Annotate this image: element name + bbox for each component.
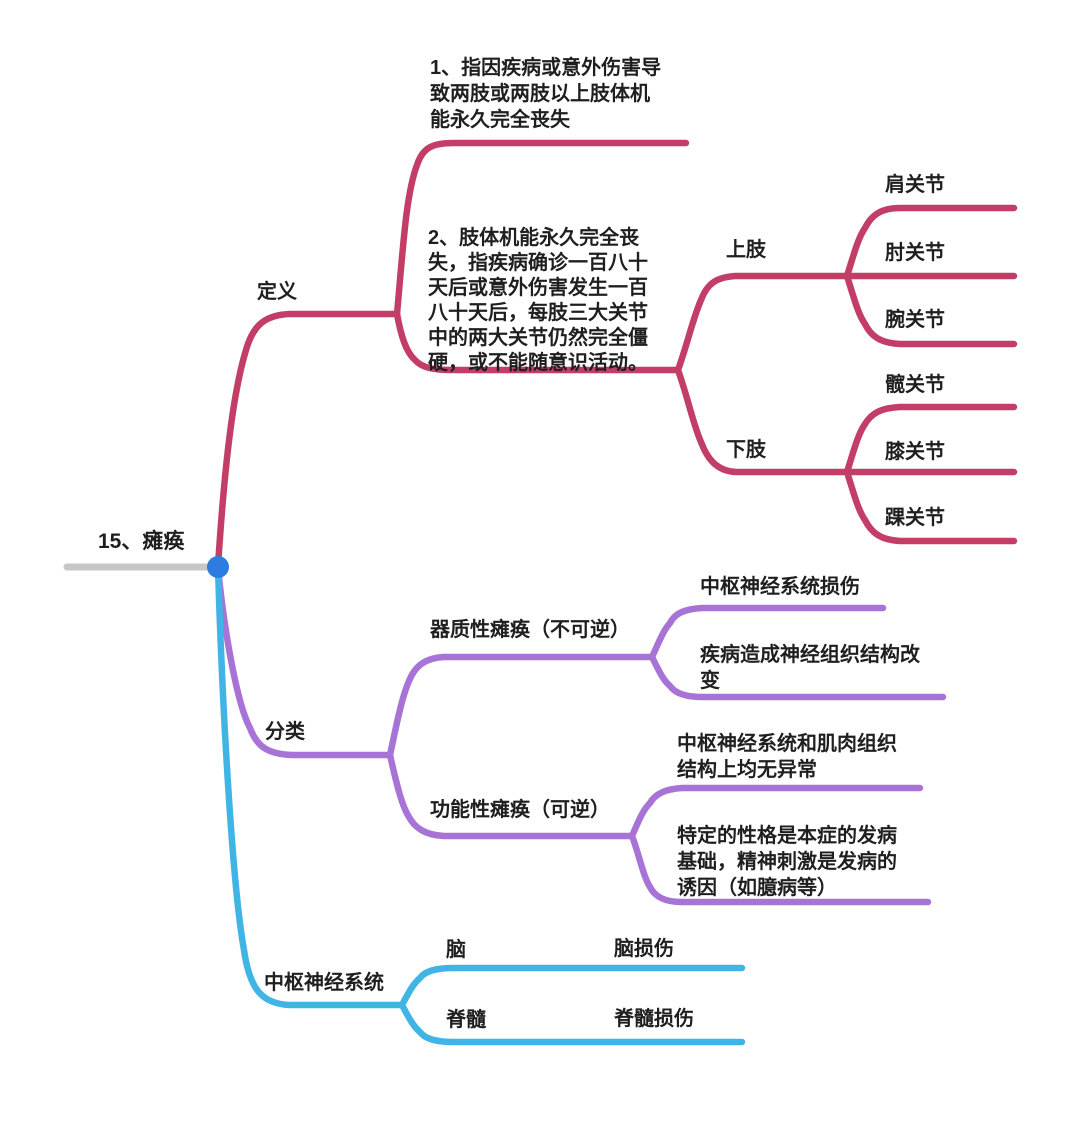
edge-upper-shoulder — [843, 204, 1018, 280]
node-definition-item1[interactable]: 1、指因疾病或意外伤害导 致两肢或两肢以上肢体机 能永久完全丧失 — [430, 57, 662, 131]
root-node-label[interactable]: 15、瘫痪 — [98, 530, 185, 553]
edge-cns-brain — [398, 964, 746, 1009]
classification-branch-edges — [214, 564, 947, 906]
edge-root-classification — [214, 564, 394, 759]
edge-definition-item1 — [393, 139, 690, 318]
edge-root-definition — [214, 310, 401, 570]
edge-organic-cause2 — [648, 653, 947, 701]
node-organic-cause2[interactable]: 疾病造成神经组织结构改 变 — [700, 644, 920, 692]
node-lower-limb[interactable]: 下肢 — [726, 439, 766, 461]
node-brain-injury[interactable]: 脑损伤 — [614, 938, 674, 960]
edge-upper-wrist — [843, 272, 1018, 348]
definition-branch-edges — [214, 139, 1018, 570]
node-functional-paralysis[interactable]: 功能性瘫痪（可逆） — [430, 799, 610, 821]
node-spinal-cord-injury[interactable]: 脊髓损伤 — [614, 1008, 694, 1030]
node-organic-cause1[interactable]: 中枢神经系统损伤 — [700, 576, 860, 598]
node-spinal-cord[interactable]: 脊髓 — [446, 1009, 486, 1031]
edge-lower-hip — [843, 403, 1018, 476]
edge-definition-item2 — [393, 310, 682, 374]
node-hip-joint[interactable]: 髋关节 — [885, 374, 945, 396]
node-brain[interactable]: 脑 — [446, 939, 466, 961]
node-classification[interactable]: 分类 — [265, 721, 305, 743]
node-ankle-joint[interactable]: 踝关节 — [885, 507, 945, 529]
edge-item2-lower-limb — [674, 366, 851, 476]
node-cns[interactable]: 中枢神经系统 — [264, 972, 384, 994]
node-elbow-joint[interactable]: 肘关节 — [885, 242, 945, 264]
edge-item2-upper-limb — [674, 272, 851, 374]
edge-root-cns — [214, 564, 406, 1009]
edge-functional-feature1 — [628, 784, 924, 840]
cns-branch-edges — [214, 564, 746, 1046]
node-shoulder-joint[interactable]: 肩关节 — [885, 174, 945, 196]
node-organic-paralysis[interactable]: 器质性瘫痪（不可逆） — [430, 619, 630, 641]
edge-classification-functional — [386, 751, 636, 840]
edge-classification-organic — [386, 653, 656, 759]
node-upper-limb[interactable]: 上肢 — [726, 239, 766, 261]
node-functional-feature1[interactable]: 中枢神经系统和肌肉组织 结构上均无异常 — [677, 733, 897, 781]
node-functional-feature2[interactable]: 特定的性格是本症的发病 基础，精神刺激是发病的 诱因（如臆病等） — [677, 825, 897, 899]
edge-functional-feature2 — [628, 832, 932, 906]
node-knee-joint[interactable]: 膝关节 — [885, 441, 945, 463]
edge-cns-spinal — [398, 1001, 746, 1046]
node-definition-item2[interactable]: 2、肢体机能永久完全丧 失，指疾病确诊一百八十 天后或意外伤害发生一百 八十天后… — [428, 227, 648, 374]
node-definition[interactable]: 定义 — [257, 281, 297, 303]
edge-organic-cause1 — [648, 604, 887, 661]
node-wrist-joint[interactable]: 腕关节 — [885, 309, 945, 331]
root-node-dot[interactable] — [207, 556, 229, 578]
edge-lower-ankle — [843, 468, 1018, 545]
